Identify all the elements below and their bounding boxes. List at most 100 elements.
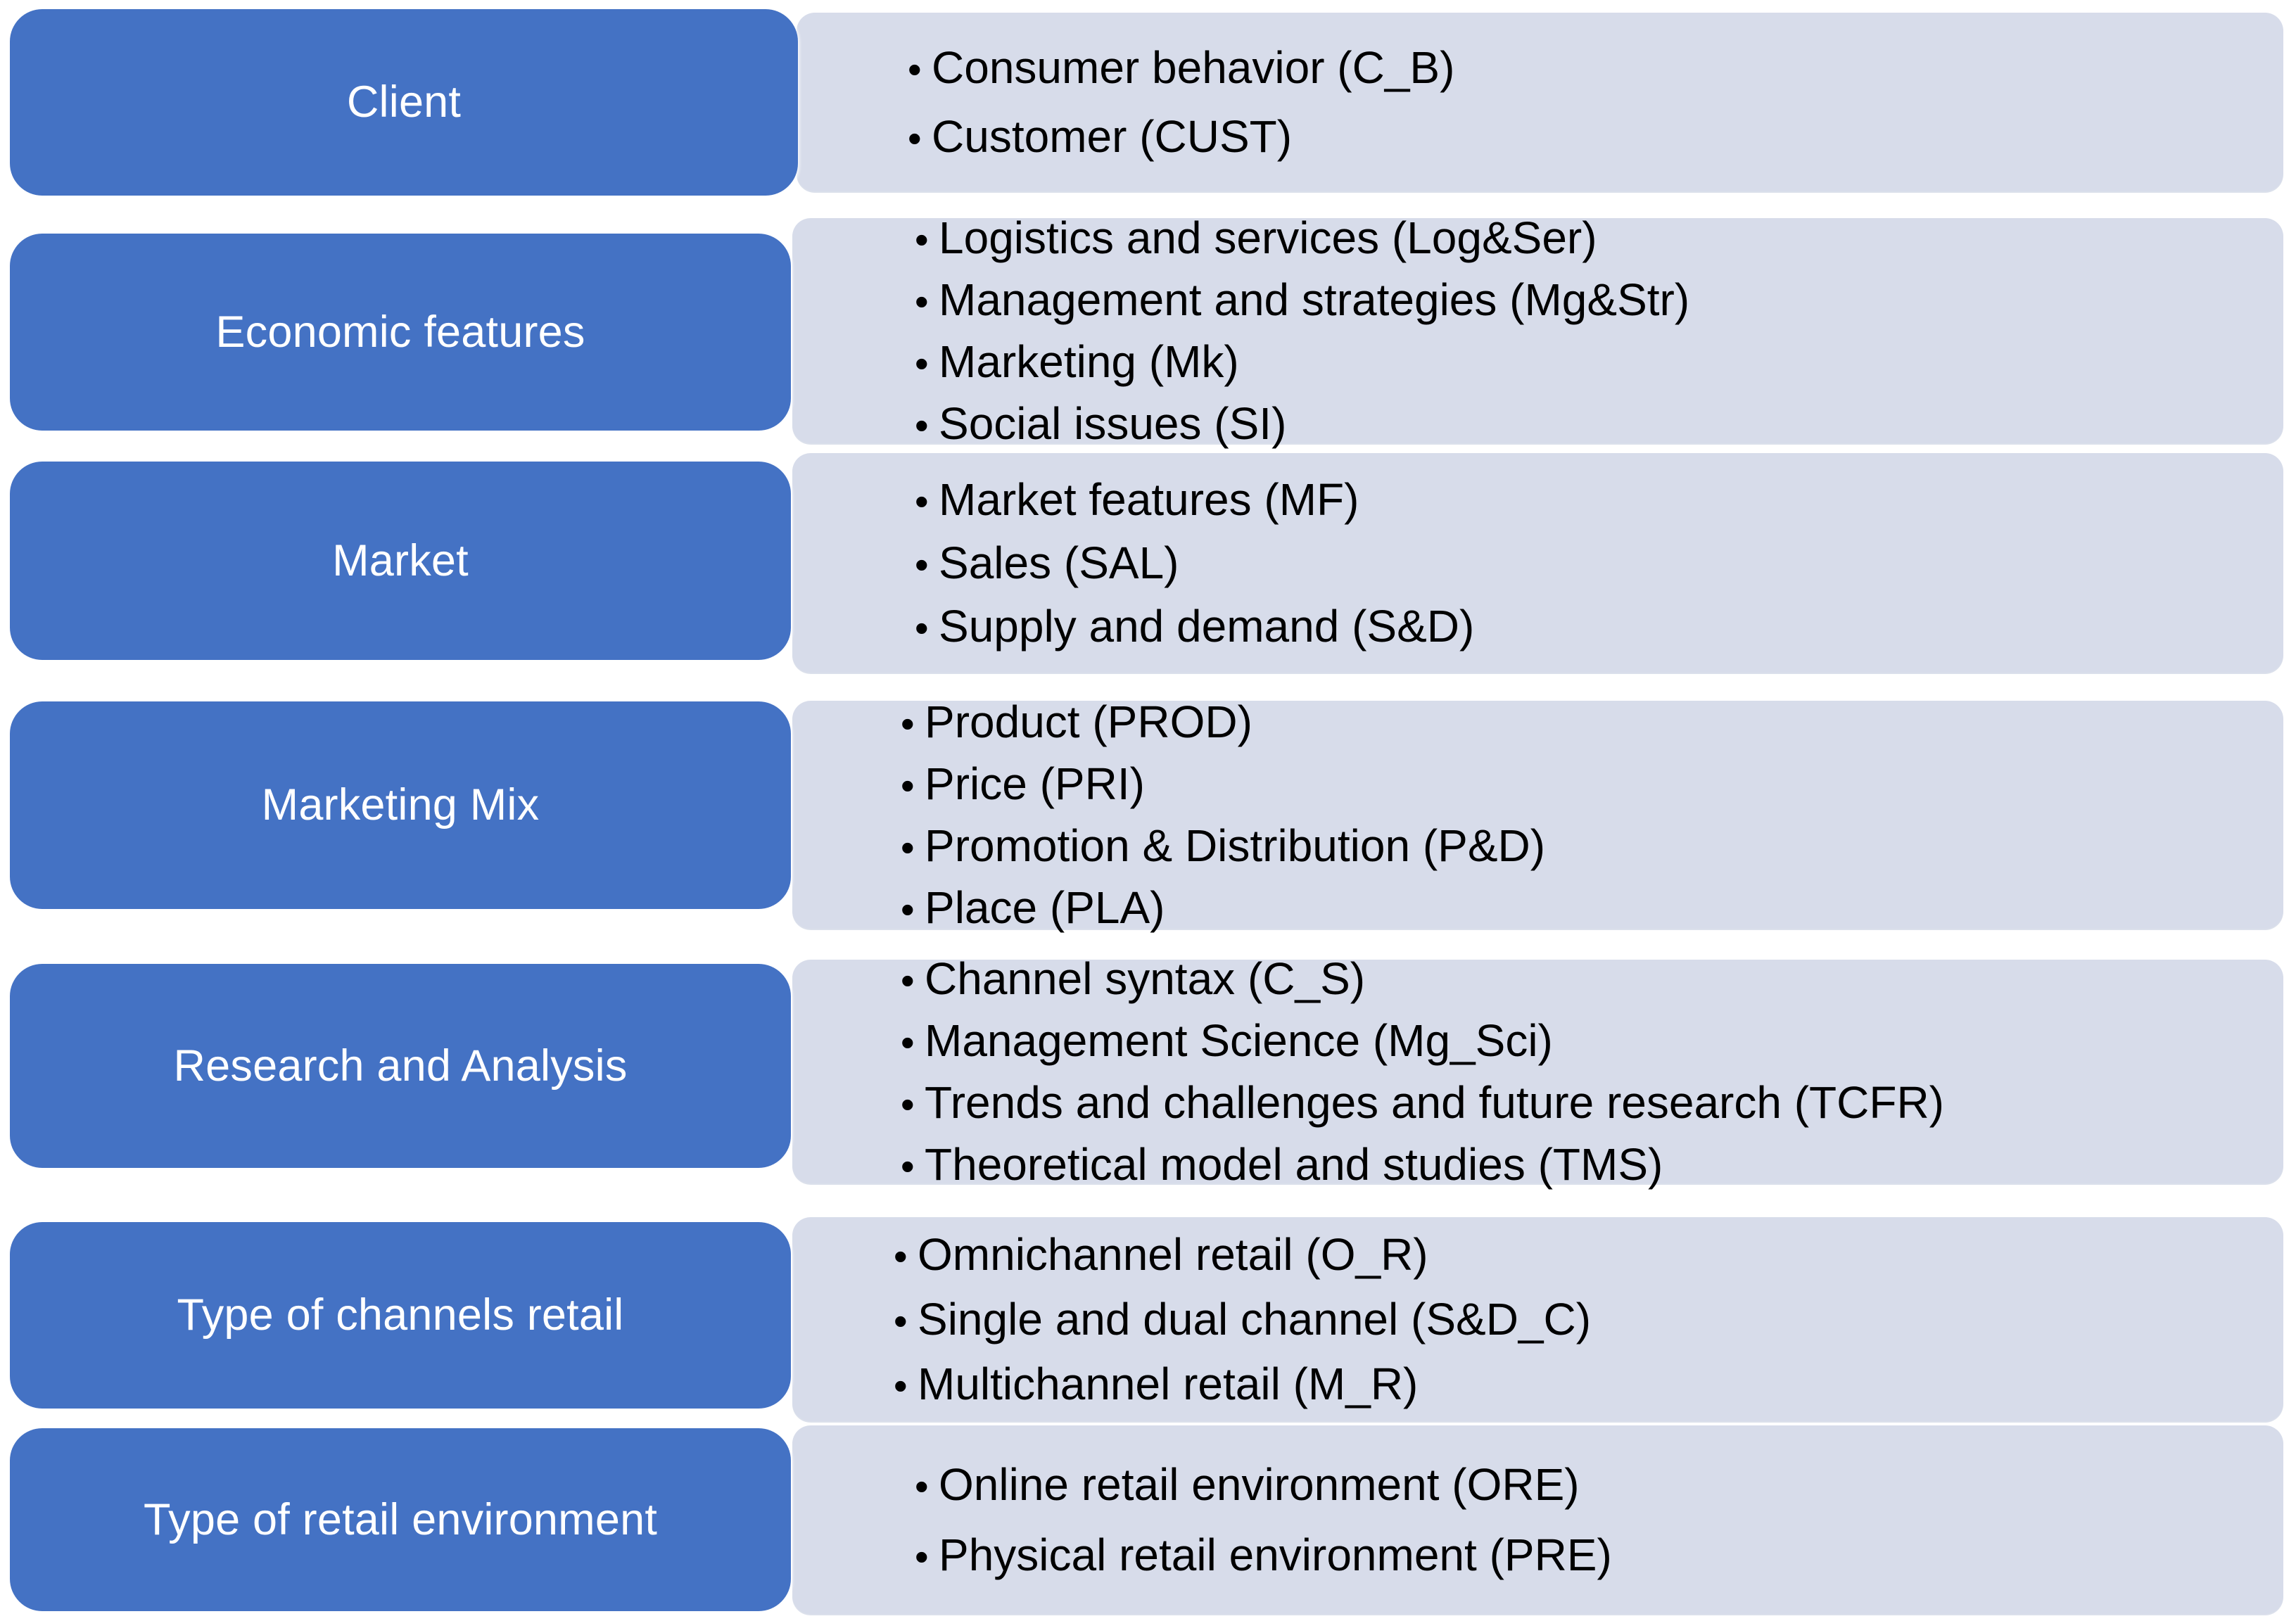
list-item: • Omnichannel retail (O_R) — [894, 1232, 1591, 1277]
bullet-dot-icon: • — [915, 1534, 929, 1579]
bullet-dot-icon: • — [915, 403, 929, 447]
bullet-list-research-and-analysis: • Channel syntax (C_S) • Management Scie… — [901, 956, 1944, 1187]
bullet-dot-icon: • — [894, 1363, 908, 1408]
content-panel-type-of-channels-retail — [792, 1217, 2283, 1421]
bullet-dot-icon: • — [915, 606, 929, 650]
category-label-text: Marketing Mix — [261, 780, 540, 830]
list-item-label: Multichannel retail (M_R) — [918, 1359, 1419, 1409]
bullet-dot-icon: • — [894, 1299, 908, 1343]
list-item-label: Social issues (SI) — [939, 398, 1287, 449]
list-item-label: Trends and challenges and future researc… — [925, 1077, 1944, 1128]
bullet-dot-icon: • — [901, 701, 915, 746]
list-item-label: Management Science (Mg_Sci) — [925, 1015, 1553, 1066]
list-item: • Marketing (Mk) — [915, 339, 1689, 384]
list-item-label: Product (PROD) — [925, 697, 1252, 747]
list-item: • Product (PROD) — [901, 699, 1545, 744]
list-item-label: Consumer behavior (C_B) — [932, 42, 1455, 93]
bullet-dot-icon: • — [915, 542, 929, 587]
bullet-dot-icon: • — [915, 341, 929, 386]
diagram-row-type-of-channels-retail: Type of channels retail • Omnichannel re… — [0, 1212, 2296, 1423]
list-item: • Management Science (Mg_Sci) — [901, 1018, 1944, 1063]
bullet-list-marketing-mix: • Product (PROD) • Price (PRI) • Promoti… — [901, 699, 1545, 933]
list-item-label: Market features (MF) — [939, 474, 1359, 525]
list-item-label: Channel syntax (C_S) — [925, 953, 1366, 1004]
bullet-dot-icon: • — [915, 217, 929, 262]
category-label-box-client[interactable]: Client — [10, 9, 798, 196]
list-item: • Customer (CUST) — [908, 114, 1454, 159]
list-item: • Channel syntax (C_S) — [901, 956, 1944, 1001]
diagram-row-type-of-retail-environment: Type of retail environment • Online reta… — [0, 1423, 2296, 1621]
category-label-box-type-of-retail-environment[interactable]: Type of retail environment — [10, 1428, 791, 1611]
diagram-row-market: Market • Market features (MF) • Sales (S… — [0, 453, 2296, 691]
diagram-row-client: Client • Consumer behavior (C_B) • Custo… — [0, 0, 2296, 211]
list-item-label: Promotion & Distribution (P&D) — [925, 820, 1546, 871]
bullet-list-type-of-channels-retail: • Omnichannel retail (O_R) • Single and … — [894, 1217, 1591, 1421]
category-label-text: Type of channels retail — [177, 1290, 624, 1340]
category-label-text: Research and Analysis — [173, 1041, 628, 1091]
list-item: • Market features (MF) — [915, 477, 1474, 522]
bullet-list-client: • Consumer behavior (C_B) • Customer (CU… — [908, 13, 1454, 191]
bullet-dot-icon: • — [901, 1020, 915, 1064]
content-panel-marketing-mix — [792, 701, 2283, 929]
list-item: • Online retail environment (ORE) — [915, 1462, 1612, 1507]
list-item-label: Omnichannel retail (O_R) — [918, 1229, 1428, 1280]
bullet-dot-icon: • — [901, 825, 915, 870]
category-label-text: Type of retail environment — [143, 1494, 658, 1544]
content-panel-economic-features — [792, 218, 2283, 443]
list-item: • Logistics and services (Log&Ser) — [915, 215, 1689, 260]
list-item-label: Customer (CUST) — [932, 111, 1293, 162]
bullet-dot-icon: • — [901, 1082, 915, 1126]
list-item-label: Physical retail environment (PRE) — [939, 1530, 1612, 1580]
list-item-label: Sales (SAL) — [939, 538, 1179, 588]
list-item: • Consumer behavior (C_B) — [908, 45, 1454, 90]
bullet-dot-icon: • — [901, 1144, 915, 1188]
bullet-dot-icon: • — [915, 1464, 929, 1508]
list-item: • Trends and challenges and future resea… — [901, 1080, 1944, 1125]
list-item-label: Online retail environment (ORE) — [939, 1459, 1580, 1510]
list-item-label: Marketing (Mk) — [939, 336, 1239, 387]
list-item: • Sales (SAL) — [915, 540, 1474, 585]
list-item: • Theoretical model and studies (TMS) — [901, 1142, 1944, 1187]
list-item: • Price (PRI) — [901, 761, 1545, 806]
content-panel-research-and-analysis — [792, 960, 2283, 1183]
diagram-row-marketing-mix: Marketing Mix • Product (PROD) • Price (… — [0, 691, 2296, 951]
category-label-text: Client — [346, 77, 462, 127]
list-item-label: Logistics and services (Log&Ser) — [939, 212, 1597, 263]
bullet-dot-icon: • — [901, 887, 915, 932]
bullet-dot-icon: • — [915, 279, 929, 324]
list-item-label: Management and strategies (Mg&Str) — [939, 274, 1690, 325]
bullet-dot-icon: • — [915, 479, 929, 523]
list-item-label: Place (PLA) — [925, 882, 1165, 933]
list-item-label: Supply and demand (S&D) — [939, 601, 1475, 651]
bullet-dot-icon: • — [901, 958, 915, 1003]
list-item: • Management and strategies (Mg&Str) — [915, 277, 1689, 322]
bullet-list-type-of-retail-environment: • Online retail environment (ORE) • Phys… — [915, 1425, 1612, 1614]
list-item: • Multichannel retail (M_R) — [894, 1361, 1591, 1406]
bullet-dot-icon: • — [908, 116, 922, 160]
category-label-box-market[interactable]: Market — [10, 462, 791, 660]
content-panel-client — [797, 13, 2283, 191]
category-label-box-economic-features[interactable]: Economic features — [10, 234, 791, 431]
category-label-text: Economic features — [215, 307, 585, 357]
bullet-dot-icon: • — [901, 763, 915, 808]
category-label-text: Market — [332, 535, 469, 585]
category-label-box-marketing-mix[interactable]: Marketing Mix — [10, 701, 791, 909]
list-item: • Single and dual channel (S&D_C) — [894, 1297, 1591, 1342]
list-item: • Supply and demand (S&D) — [915, 604, 1474, 649]
category-label-box-type-of-channels-retail[interactable]: Type of channels retail — [10, 1222, 791, 1409]
diagram-row-economic-features: Economic features • Logistics and servic… — [0, 211, 2296, 453]
list-item-label: Price (PRI) — [925, 758, 1145, 809]
content-panel-market — [792, 453, 2283, 673]
bullet-dot-icon: • — [894, 1234, 908, 1278]
list-item: • Social issues (SI) — [915, 401, 1689, 446]
category-label-box-research-and-analysis[interactable]: Research and Analysis — [10, 964, 791, 1168]
list-item-label: Single and dual channel (S&D_C) — [918, 1294, 1592, 1345]
bullet-dot-icon: • — [908, 47, 922, 91]
list-item: • Promotion & Distribution (P&D) — [901, 823, 1545, 868]
content-panel-type-of-retail-environment — [792, 1425, 2283, 1614]
list-item-label: Theoretical model and studies (TMS) — [925, 1139, 1663, 1190]
diagram-row-research-and-analysis: Research and Analysis • Channel syntax (… — [0, 951, 2296, 1212]
bullet-list-market: • Market features (MF) • Sales (SAL) • S… — [915, 453, 1474, 673]
bullet-list-economic-features: • Logistics and services (Log&Ser) • Man… — [915, 215, 1689, 446]
